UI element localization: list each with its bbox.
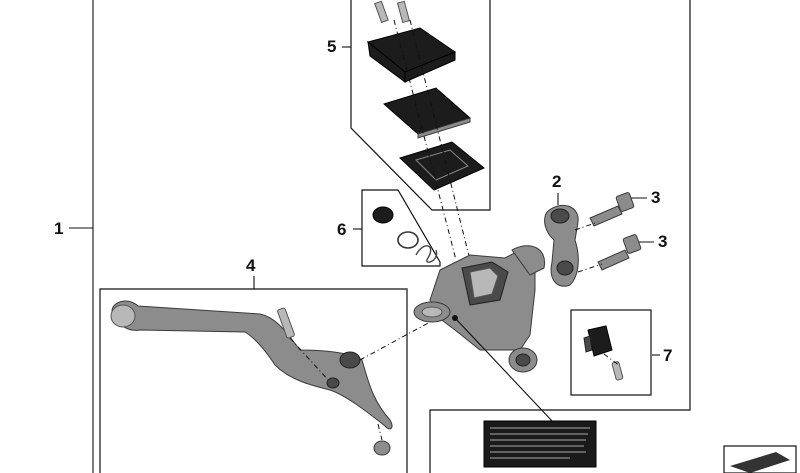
- cap-plate-icon: [383, 87, 471, 135]
- switch-icon: [587, 325, 613, 357]
- clamp-part-2: [544, 204, 579, 287]
- diaphragm-icon: [399, 141, 485, 191]
- bolts-part-3: [574, 192, 642, 273]
- frame-group-1: [69, 0, 691, 473]
- callout-6: 6: [337, 220, 346, 239]
- callout-7: 7: [663, 346, 672, 365]
- corner-symbol: [723, 445, 797, 473]
- callout-5: 5: [327, 37, 336, 56]
- callout-1: 1: [54, 219, 63, 238]
- group-7-switch: [570, 309, 652, 396]
- group-6-seal-kit: [361, 189, 441, 267]
- callout-3a: 3: [651, 188, 660, 207]
- lever-icon: [111, 300, 393, 430]
- screw-icon: [374, 0, 389, 24]
- bolt-icon: [597, 249, 630, 271]
- o-ring-icon: [397, 231, 419, 249]
- pivot-bolt-icon: [277, 307, 295, 339]
- callout-2: 2: [552, 172, 561, 191]
- group-4-lever: [99, 288, 431, 473]
- adjuster-icon: [373, 440, 391, 456]
- screw-icon: [396, 0, 411, 24]
- callout-4: 4: [246, 256, 256, 275]
- master-cylinder-housing: [413, 245, 554, 423]
- group-5-reservoir-kit: [350, 0, 491, 261]
- seal-icon: [372, 206, 394, 224]
- bolt-icon: [589, 205, 623, 227]
- arrow-icon: [730, 452, 790, 473]
- warning-label-icon: [483, 420, 597, 468]
- warning-label: [483, 420, 597, 468]
- callout-3b: 3: [658, 232, 667, 251]
